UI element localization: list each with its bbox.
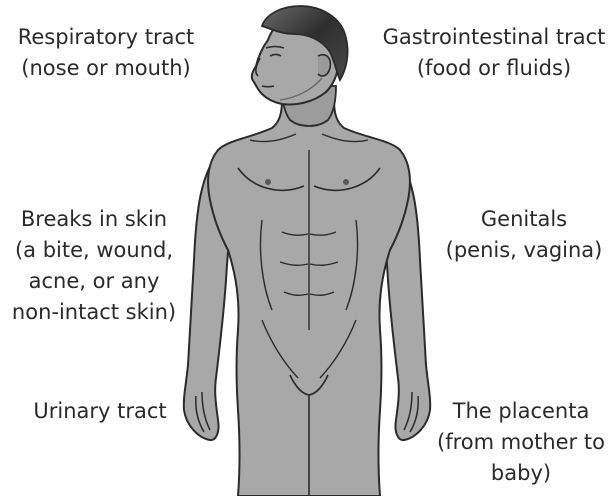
label-line: (a bite, wound, [0,235,188,266]
label-line: Respiratory tract [0,22,212,53]
label-line: Breaks in skin [0,204,188,235]
label-line: The placenta [428,396,614,427]
left-nipple [265,179,271,185]
label-breaks-in-skin: Breaks in skin (a bite, wound, acne, or … [0,204,188,328]
label-urinary-tract: Urinary tract [20,396,180,427]
label-line: (food or fluids) [374,53,614,84]
label-line: acne, or any [0,266,188,297]
label-line: (penis, vagina) [434,235,614,266]
right-nipple [343,179,349,185]
label-line: non-intact skin) [0,297,188,328]
label-respiratory-tract: Respiratory tract (nose or mouth) [0,22,212,84]
label-line: Urinary tract [20,396,180,427]
label-line: baby) [428,458,614,489]
label-genitals: Genitals (penis, vagina) [434,204,614,266]
label-line: (nose or mouth) [0,53,212,84]
label-placenta: The placenta (from mother to baby) [428,396,614,489]
label-line: Genitals [434,204,614,235]
label-line: Gastrointestinal tract [374,22,614,53]
mouth [262,86,274,87]
ear [318,55,330,76]
label-gastrointestinal-tract: Gastrointestinal tract (food or fluids) [374,22,614,84]
label-line: (from mother to [428,427,614,458]
